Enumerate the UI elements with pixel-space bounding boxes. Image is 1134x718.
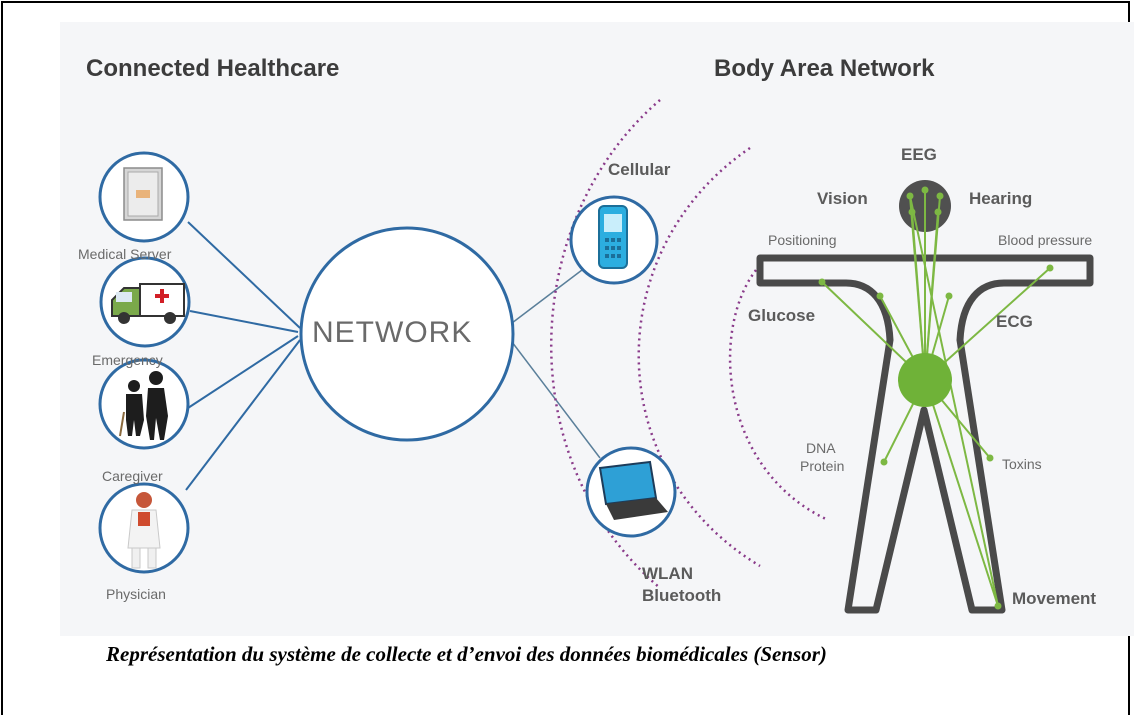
network-connectors [185,221,301,491]
sensor-links [821,190,1051,607]
network-label: NETWORK [312,316,473,349]
caregiver-label: Caregiver [102,468,163,484]
physician-label: Physician [106,586,166,602]
caregiver-icon [119,371,168,440]
protein-label: Protein [800,458,845,474]
positioning-label: Positioning [768,232,837,248]
dna-label: DNA [806,440,836,456]
ambulance-icon [111,283,185,324]
bluetooth-label: Bluetooth [642,586,722,605]
laptop-icon [598,460,668,520]
emergency-label: Emergency [92,352,163,368]
right-title: Body Area Network [714,55,935,82]
body-outline [756,254,1094,614]
wireless-connectors [511,269,601,459]
medical-server-label: Medical Server [78,246,172,262]
body-hub-sensor [898,353,952,407]
wireless-arcs [550,99,829,589]
toxins-label: Toxins [1002,456,1042,472]
figure-caption: Représentation du système de collecte et… [106,642,827,666]
server-icon [123,167,163,221]
left-title: Connected Healthcare [86,55,340,82]
network-hub [299,226,515,442]
cellular-label: Cellular [608,160,671,179]
hearing-label: Hearing [969,189,1033,208]
caregiver-node [98,358,190,450]
phone-icon [598,205,628,269]
sensor-dots [818,186,1054,610]
movement-label: Movement [1012,589,1097,608]
blood-pressure-label: Blood pressure [998,232,1093,248]
wlan-label: WLAN [642,564,693,583]
eeg-label: EEG [901,145,937,164]
vision-label: Vision [817,189,868,208]
ecg-label: ECG [996,312,1033,331]
physician-icon [127,492,161,569]
glucose-label: Glucose [748,306,816,325]
